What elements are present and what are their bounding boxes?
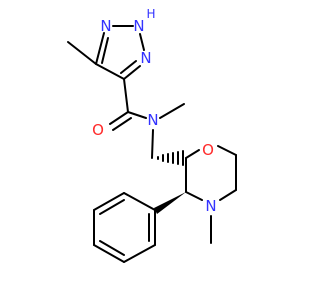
phenyl-ring bbox=[93, 192, 186, 263]
morpholine-ring bbox=[185, 145, 237, 244]
bond-ph-double-b bbox=[99, 240, 125, 256]
bond-n2-n3 bbox=[139, 33, 145, 51]
bond-amide-n-methyl bbox=[159, 103, 185, 119]
atom-labels: N N H N O N O N bbox=[92, 7, 217, 215]
triazole-ring bbox=[67, 25, 145, 80]
carboxamide-group bbox=[109, 78, 185, 166]
bond-c5-n4 bbox=[219, 189, 237, 201]
bond-carbonyl-o-double bbox=[112, 117, 132, 131]
bond-ph-2-3 bbox=[93, 192, 125, 211]
atom-morpholine-o: O bbox=[202, 141, 214, 159]
wedge-c3-phenyl bbox=[154, 192, 186, 214]
bond-c2-o bbox=[185, 149, 200, 159]
atom-nh-h: H bbox=[146, 7, 155, 21]
atom-nh-ring: N bbox=[133, 17, 144, 35]
bond-ph-5-6 bbox=[123, 244, 156, 263]
molecule-structure: N N H N O N O N bbox=[67, 7, 237, 263]
bond-c5-n1-double bbox=[101, 37, 109, 64]
atom-n-ring-1: N bbox=[100, 17, 111, 35]
atom-amide-n: N bbox=[147, 111, 158, 129]
bond-n3-c4 bbox=[123, 65, 141, 80]
bond-c4-carbonyl bbox=[123, 78, 129, 113]
bond-n3-c4-double bbox=[120, 60, 137, 74]
hashed-bond-ch2-c2 bbox=[157, 150, 184, 166]
bond-o-c6 bbox=[217, 145, 237, 156]
bond-ph-1-2 bbox=[123, 192, 156, 211]
atom-morpholine-n: N bbox=[205, 197, 216, 215]
atom-n-ring-2: N bbox=[140, 49, 151, 67]
bond-carbonyl-o bbox=[109, 111, 129, 125]
bond-c4-c5 bbox=[95, 63, 125, 80]
bond-n4-c3 bbox=[185, 191, 203, 201]
bond-ph-double-a bbox=[99, 199, 125, 215]
bond-methyl-c5 bbox=[67, 41, 97, 65]
atom-carbonyl-o: O bbox=[92, 121, 104, 139]
bond-c5-n1 bbox=[95, 32, 105, 65]
bond-amide-n-ch2 bbox=[151, 129, 154, 159]
bond-ph-4-5 bbox=[93, 244, 125, 263]
bond-carbonyl-n bbox=[127, 111, 147, 119]
